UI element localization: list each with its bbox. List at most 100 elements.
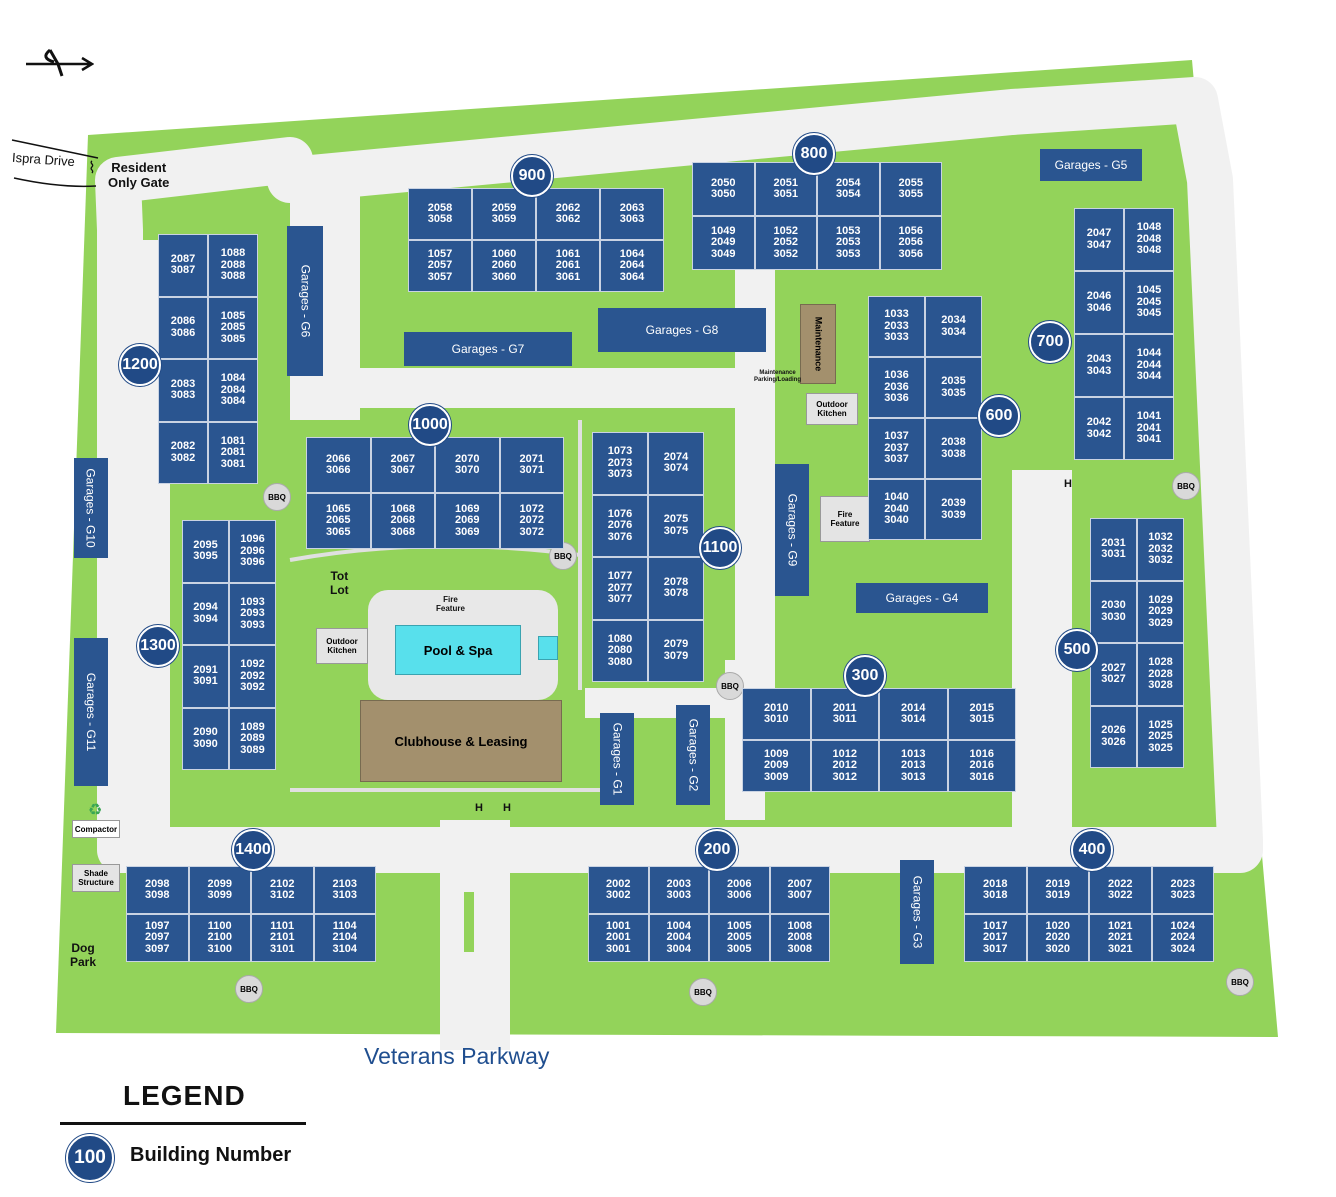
garage-g4[interactable]: Garages - G4: [856, 583, 988, 613]
garage-g5[interactable]: Garages - G5: [1040, 149, 1142, 181]
unit-block[interactable]: 2047 3047: [1074, 208, 1124, 271]
garage-g6[interactable]: Garages - G6: [287, 226, 323, 376]
unit-block[interactable]: 1084 2084 3084: [208, 359, 258, 422]
unit-block[interactable]: 2090 3090: [182, 707, 229, 770]
unit-block[interactable]: 2094 3094: [182, 582, 229, 645]
unit-block[interactable]: 2075 3075: [648, 494, 704, 557]
unit-block[interactable]: 2055 3055: [879, 162, 942, 216]
garage-g8[interactable]: Garages - G8: [598, 308, 766, 352]
unit-block[interactable]: 2022 3022: [1089, 866, 1152, 914]
unit-block[interactable]: 2010 3010: [742, 688, 811, 740]
unit-block[interactable]: 2082 3082: [158, 421, 208, 484]
unit-block[interactable]: 1076 2076 3076: [592, 494, 648, 557]
unit-block[interactable]: 1012 2012 3012: [810, 740, 879, 792]
unit-block[interactable]: 1104 2104 3104: [313, 914, 376, 962]
unit-block[interactable]: 2003 3003: [648, 866, 709, 914]
unit-block[interactable]: 2095 3095: [182, 520, 229, 583]
unit-block[interactable]: 1085 2085 3085: [208, 296, 258, 359]
garage-g2[interactable]: Garages - G2: [676, 705, 710, 805]
building-number-badge[interactable]: 1200: [119, 344, 161, 386]
unit-block[interactable]: 1005 2005 3005: [709, 914, 770, 962]
unit-block[interactable]: 2023 3023: [1151, 866, 1214, 914]
unit-block[interactable]: 2002 3002: [588, 866, 649, 914]
unit-block[interactable]: 2071 3071: [499, 437, 564, 493]
unit-block[interactable]: 1020 2020 3020: [1026, 914, 1089, 962]
unit-block[interactable]: 2019 3019: [1026, 866, 1089, 914]
unit-block[interactable]: 1089 2089 3089: [229, 707, 276, 770]
unit-block[interactable]: 1032 2032 3032: [1137, 518, 1184, 581]
unit-block[interactable]: 2086 3086: [158, 296, 208, 359]
unit-block[interactable]: 1041 2041 3041: [1124, 397, 1174, 460]
unit-block[interactable]: 1037 2037 3037: [868, 418, 925, 479]
unit-block[interactable]: 2018 3018: [964, 866, 1027, 914]
unit-block[interactable]: 1028 2028 3028: [1137, 643, 1184, 706]
building-number-badge[interactable]: 700: [1029, 321, 1071, 363]
building-number-badge[interactable]: 400: [1071, 829, 1113, 871]
unit-block[interactable]: 1097 2097 3097: [126, 914, 189, 962]
unit-block[interactable]: 2103 3103: [313, 866, 376, 914]
unit-block[interactable]: 2070 3070: [435, 437, 500, 493]
building-number-badge[interactable]: 300: [844, 655, 886, 697]
unit-block[interactable]: 1008 2008 3008: [769, 914, 830, 962]
unit-block[interactable]: 1100 2100 3100: [188, 914, 251, 962]
unit-block[interactable]: 1088 2088 3088: [208, 234, 258, 297]
unit-block[interactable]: 1040 2040 3040: [868, 479, 925, 540]
unit-block[interactable]: 2058 3058: [408, 188, 472, 240]
unit-block[interactable]: 2059 3059: [472, 188, 536, 240]
unit-block[interactable]: 1048 2048 3048: [1124, 208, 1174, 271]
unit-block[interactable]: 1013 2013 3013: [879, 740, 948, 792]
garage-g9[interactable]: Garages - G9: [775, 464, 809, 596]
unit-block[interactable]: 2006 3006: [709, 866, 770, 914]
unit-block[interactable]: 1057 2057 3057: [408, 240, 472, 292]
unit-block[interactable]: 2102 3102: [251, 866, 314, 914]
unit-block[interactable]: 2035 3035: [925, 357, 982, 418]
unit-block[interactable]: 1017 2017 3017: [964, 914, 1027, 962]
unit-block[interactable]: 2063 3063: [600, 188, 664, 240]
unit-block[interactable]: 2031 3031: [1090, 518, 1137, 581]
unit-block[interactable]: 1101 2101 3101: [251, 914, 314, 962]
unit-block[interactable]: 2014 3014: [879, 688, 948, 740]
building-number-badge[interactable]: 1100: [699, 527, 741, 569]
garage-g7[interactable]: Garages - G7: [404, 332, 572, 366]
building-number-badge[interactable]: 1300: [137, 625, 179, 667]
unit-block[interactable]: 2050 3050: [692, 162, 755, 216]
unit-block[interactable]: 1024 2024 3024: [1151, 914, 1214, 962]
unit-block[interactable]: 1053 2053 3053: [817, 216, 880, 270]
unit-block[interactable]: 1065 2065 3065: [306, 493, 371, 549]
unit-block[interactable]: 2091 3091: [182, 645, 229, 708]
unit-block[interactable]: 2098 3098: [126, 866, 189, 914]
unit-block[interactable]: 2046 3046: [1074, 271, 1124, 334]
unit-block[interactable]: 1044 2044 3044: [1124, 334, 1174, 397]
unit-block[interactable]: 1061 2061 3061: [536, 240, 600, 292]
unit-block[interactable]: 2038 3038: [925, 418, 982, 479]
unit-block[interactable]: 2015 3015: [947, 688, 1016, 740]
unit-block[interactable]: 2042 3042: [1074, 397, 1124, 460]
unit-block[interactable]: 2067 3067: [370, 437, 435, 493]
unit-block[interactable]: 1073 2073 3073: [592, 432, 648, 495]
building-number-badge[interactable]: 500: [1056, 629, 1098, 671]
unit-block[interactable]: 2043 3043: [1074, 334, 1124, 397]
unit-block[interactable]: 2034 3034: [925, 296, 982, 357]
unit-block[interactable]: 1045 2045 3045: [1124, 271, 1174, 334]
unit-block[interactable]: 1001 2001 3001: [588, 914, 649, 962]
unit-block[interactable]: 1036 2036 3036: [868, 357, 925, 418]
unit-block[interactable]: 2007 3007: [769, 866, 830, 914]
unit-block[interactable]: 1072 2072 3072: [499, 493, 564, 549]
unit-block[interactable]: 1056 2056 3056: [879, 216, 942, 270]
unit-block[interactable]: 2054 3054: [817, 162, 880, 216]
garage-g3[interactable]: Garages - G3: [900, 860, 934, 964]
unit-block[interactable]: 2026 3026: [1090, 705, 1137, 768]
unit-block[interactable]: 2087 3087: [158, 234, 208, 297]
unit-block[interactable]: 1069 2069 3069: [435, 493, 500, 549]
unit-block[interactable]: 1052 2052 3052: [754, 216, 817, 270]
building-number-badge[interactable]: 200: [696, 829, 738, 871]
unit-block[interactable]: 2062 3062: [536, 188, 600, 240]
unit-block[interactable]: 1049 2049 3049: [692, 216, 755, 270]
clubhouse[interactable]: Clubhouse & Leasing: [360, 700, 562, 782]
building-number-badge[interactable]: 600: [978, 395, 1020, 437]
unit-block[interactable]: 1080 2080 3080: [592, 619, 648, 682]
unit-block[interactable]: 1004 2004 3004: [648, 914, 709, 962]
unit-block[interactable]: 1009 2009 3009: [742, 740, 811, 792]
unit-block[interactable]: 1068 2068 3068: [370, 493, 435, 549]
building-number-badge[interactable]: 800: [793, 133, 835, 175]
